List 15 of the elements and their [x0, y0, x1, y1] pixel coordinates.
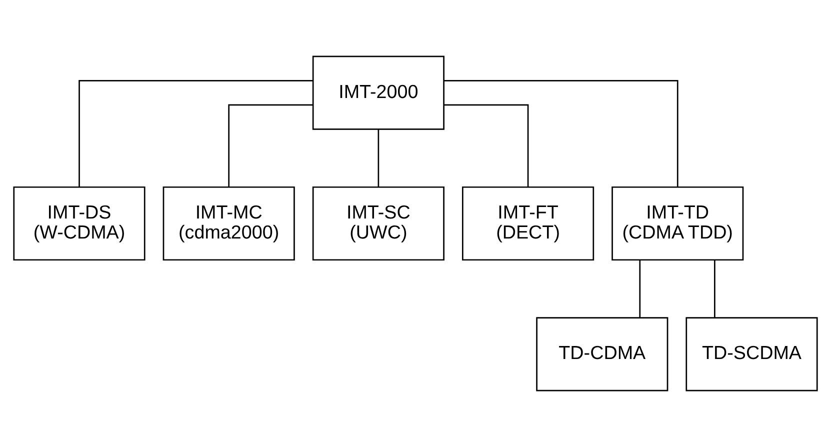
node-box: IMT-DS (W-CDMA) [13, 186, 146, 260]
connector [444, 79, 678, 187]
connector [378, 128, 380, 186]
node-box: IMT-2000 [312, 55, 444, 130]
connector [639, 259, 641, 318]
connector [228, 104, 313, 186]
node-box: TD-SCDMA [686, 316, 818, 391]
connector [714, 259, 716, 318]
connector [78, 79, 313, 187]
node-box: TD-CDMA [536, 316, 668, 391]
node-box: IMT-SC (UWC) [312, 186, 444, 260]
node-box: IMT-MC (cdma2000) [162, 186, 295, 260]
node-box: IMT-FT (DECT) [462, 186, 594, 260]
connector [444, 104, 529, 186]
node-box: IMT-TD (CDMA TDD) [612, 186, 744, 260]
